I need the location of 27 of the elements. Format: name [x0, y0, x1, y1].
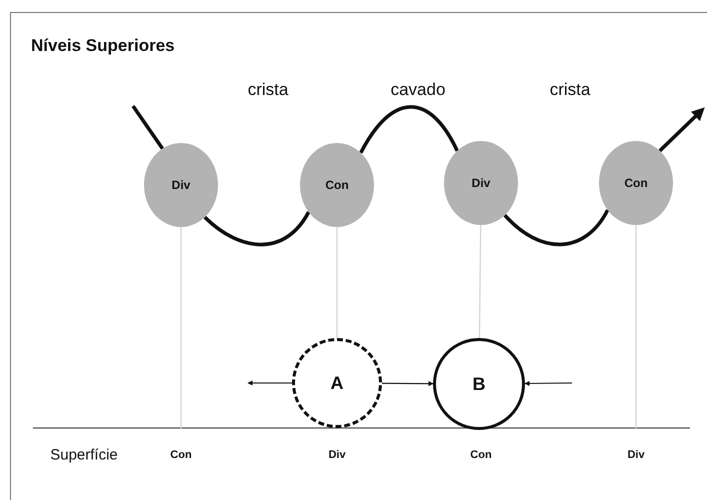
connector-line: [359, 105, 459, 154]
arrow: [524, 380, 572, 386]
text-label: crista: [248, 80, 288, 100]
text-label: cavado: [390, 80, 446, 100]
connector-line: [635, 225, 637, 429]
connector-line: [180, 227, 182, 429]
surface-point-label: Div: [611, 429, 661, 463]
arrow: [382, 381, 434, 386]
arrow: [658, 107, 705, 152]
circle-node: B: [433, 338, 525, 430]
surface-point-label: Div: [312, 429, 362, 463]
surface-point-label: Con: [456, 429, 506, 463]
connector-line: [478, 225, 482, 338]
connector-line: [336, 227, 338, 338]
connector-line: [204, 211, 310, 246]
connector-line: [132, 104, 164, 150]
arrow: [248, 380, 292, 386]
text-label: Superfície: [50, 446, 118, 464]
text-label: crista: [550, 80, 590, 100]
surface-point-label: Con: [156, 429, 206, 463]
connector-line: [504, 209, 610, 246]
ellipse-node: Div: [144, 143, 218, 227]
ellipse-node: Con: [599, 141, 673, 225]
circle-node: A: [292, 338, 382, 428]
diagram-title: Níveis Superiores: [31, 36, 175, 56]
ellipse-node: Con: [300, 143, 374, 227]
ellipse-node: Div: [444, 141, 518, 225]
